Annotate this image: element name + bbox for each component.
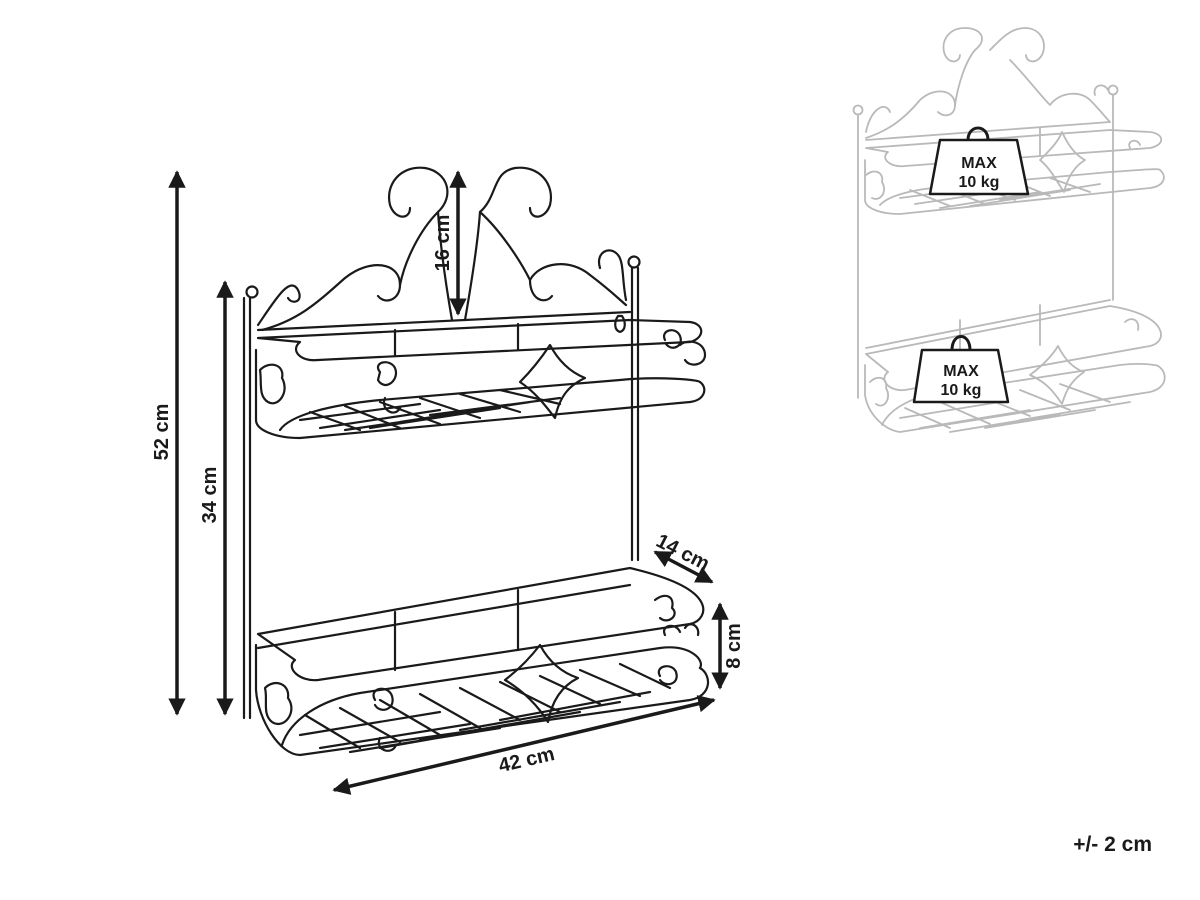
shelf-height-label: 8 cm (723, 623, 745, 669)
top-shelf (254, 314, 707, 440)
top-weight-max-label: MAX (961, 155, 997, 172)
bottom-weight-value-label: 10 kg (941, 382, 982, 399)
tolerance-note: +/- 2 cm (1073, 833, 1152, 856)
rack-posts (242, 255, 641, 720)
total-height-label: 52 cm (151, 404, 173, 461)
ornament-height-label: 16 cm (432, 215, 454, 272)
side-height-label: 34 cm (199, 467, 221, 524)
top-weight: MAX 10 kg (928, 126, 1030, 196)
top-weight-value-label: 10 kg (959, 174, 1000, 191)
width-arrow (332, 695, 716, 795)
ornament-scrollwork (256, 166, 632, 332)
dimension-lines (168, 170, 729, 795)
top-weight-body (928, 138, 1030, 196)
bottom-weight-max-label: MAX (943, 363, 979, 380)
depth-arrow (653, 550, 714, 584)
load-rack-illustration (852, 27, 1166, 433)
main-rack (242, 166, 710, 757)
bottom-weight-body (912, 348, 1010, 404)
bottom-weight: MAX 10 kg (912, 335, 1010, 404)
bottom-shelf (254, 566, 710, 757)
